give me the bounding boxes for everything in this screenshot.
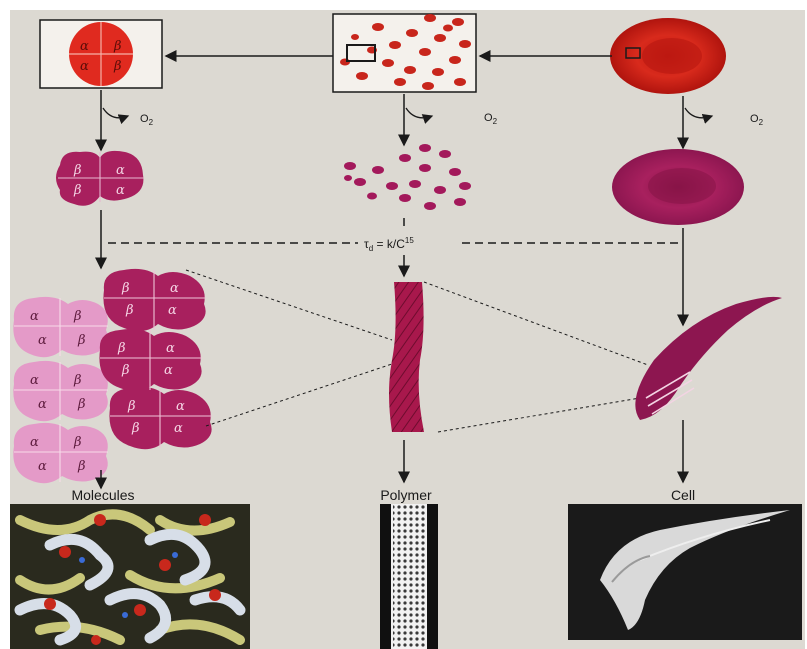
alpha-label: α [80,59,89,74]
alpha-label: α [116,163,125,178]
polymer-label: Polymer [380,487,432,503]
hemoglobin-fiber-stack: α β α β α β α β α β α β β α β α [13,269,212,483]
beta-label: β [131,421,140,436]
beta-label: β [77,397,86,412]
oxygen-label: O2 [484,112,498,126]
beta-label: β [113,59,122,74]
beta-label: β [77,333,86,348]
beta-label: β [113,39,122,54]
deoxy-red-blood-cell [612,149,744,225]
beta-label: β [121,281,130,296]
beta-label: β [73,373,82,388]
polymer-fiber [389,282,424,432]
beta-label: β [117,341,126,356]
alpha-label: α [80,39,89,54]
oxygen-label: O2 [140,113,154,127]
cell-label: Cell [671,487,695,503]
alpha-label: α [30,435,39,450]
delay-time-equation: τd = k/C15 [364,236,414,253]
alpha-label: α [176,399,185,414]
alpha-label: α [174,421,183,436]
alpha-label: α [30,373,39,388]
alpha-label: α [164,363,173,378]
alpha-label: α [166,341,175,356]
beta-label: β [77,459,86,474]
sickled-red-blood-cell [635,297,782,420]
oxy-red-blood-cell [610,18,726,94]
oxygen-label: O2 [750,113,764,127]
alpha-label: α [38,459,47,474]
sickle-cell-micrograph-image [568,504,802,640]
sickle-cell-diagram: α β α β O2 O2 O2 β α [10,10,805,649]
alpha-label: α [170,281,179,296]
beta-label: β [73,309,82,324]
beta-label: β [73,435,82,450]
alpha-label: α [116,183,125,198]
beta-label: β [121,363,130,378]
oxy-hemoglobin-molecule: α β α β [69,22,133,86]
alpha-label: α [38,397,47,412]
deoxy-hemoglobin-molecule: β α β α [56,151,144,206]
alpha-label: α [38,333,47,348]
polymer-micrograph-image [380,504,438,649]
beta-label: β [125,303,134,318]
beta-label: β [73,183,82,198]
molecules-label: Molecules [71,487,134,503]
beta-label: β [127,399,136,414]
alpha-label: α [30,309,39,324]
beta-label: β [73,163,82,178]
alpha-label: α [168,303,177,318]
molecular-model-image [10,504,250,649]
deoxy-molecule-scatter [344,144,471,210]
figure-paper: α β α β O2 O2 O2 β α [10,10,805,649]
